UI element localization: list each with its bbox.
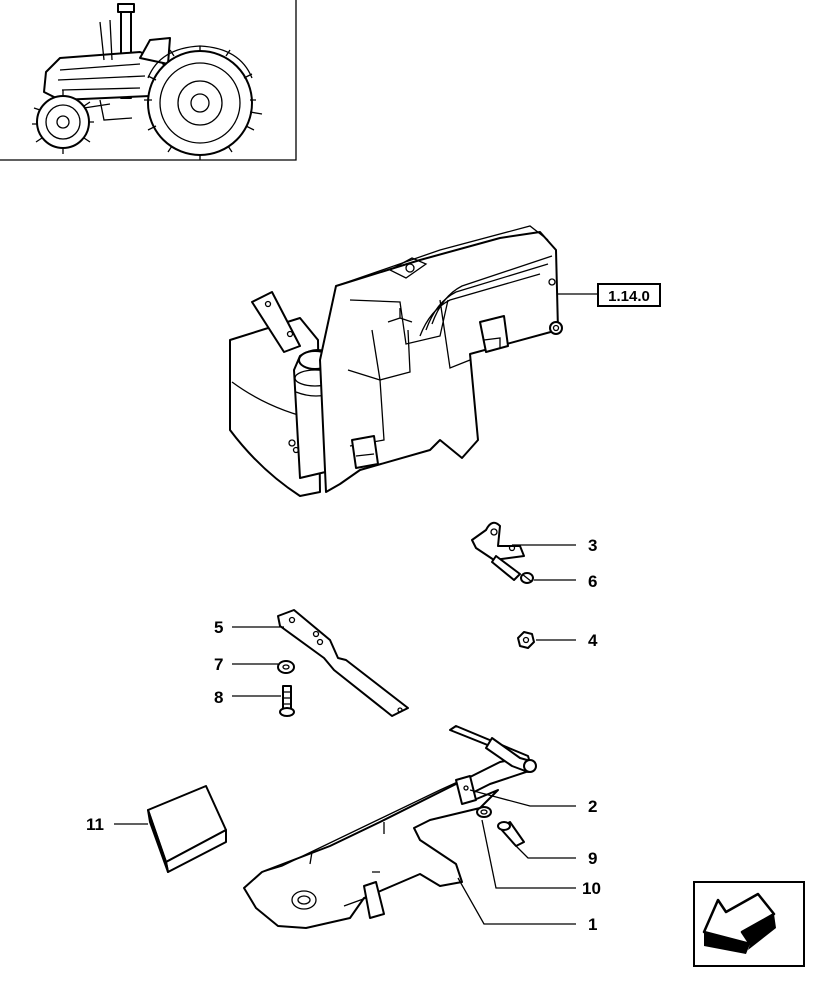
reference-box[interactable]: 1.14.0: [597, 283, 661, 307]
part-bracket-3: [471, 521, 525, 581]
fuel-tank-assembly: [229, 225, 598, 497]
part-washer-7: [277, 660, 295, 674]
part-bolt-8: [279, 685, 295, 717]
callout-labels: 3 6 4 5 7 8 2 11 9 10 1: [86, 536, 601, 934]
callout-6: 6: [588, 572, 597, 591]
callout-11: 11: [86, 815, 104, 834]
part-box-11: [147, 785, 227, 873]
back-arrow-button[interactable]: [693, 881, 805, 967]
part-nut-4: [517, 631, 535, 649]
callout-8: 8: [214, 688, 223, 707]
part-bracket-2: [463, 785, 469, 791]
part-strap-5: [277, 609, 409, 717]
callout-2: 2: [588, 797, 597, 816]
callout-3: 3: [588, 536, 597, 555]
callout-9: 9: [588, 849, 597, 868]
part-panel-1: [243, 725, 537, 929]
callout-4: 4: [588, 631, 598, 650]
part-screw-6: [520, 572, 534, 584]
callout-5: 5: [214, 618, 223, 637]
callout-10: 10: [582, 879, 601, 898]
back-arrow-icon: [702, 892, 776, 954]
reference-label: 1.14.0: [608, 288, 650, 305]
part-washer-10: [476, 806, 492, 818]
callout-1: 1: [588, 915, 597, 934]
part-screw-9: [497, 821, 525, 847]
tractor-thumbnail: [0, 0, 297, 161]
tractor-icon: [32, 3, 263, 160]
leader-lines: [114, 544, 576, 925]
callout-7: 7: [214, 655, 223, 674]
